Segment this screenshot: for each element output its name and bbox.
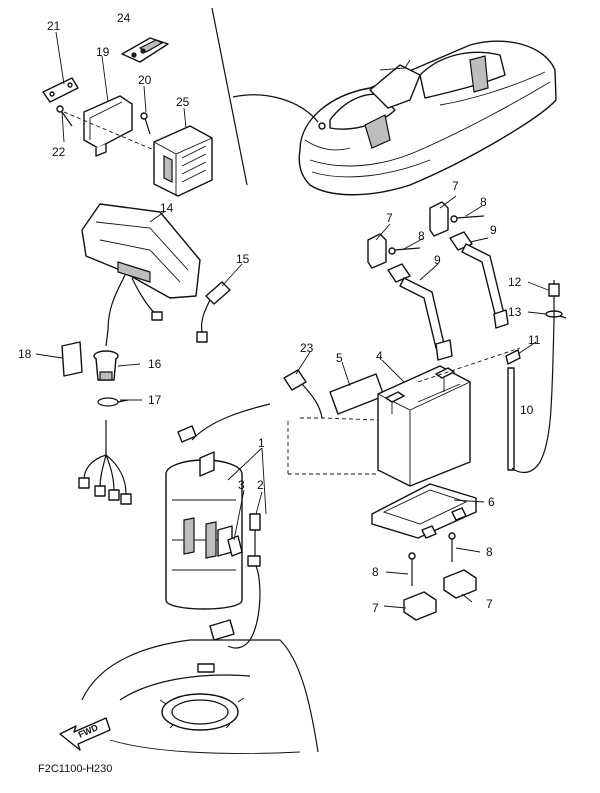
callout-2: 2 xyxy=(257,478,264,492)
callout-3: 3 xyxy=(238,478,245,492)
callout-8d: 8 xyxy=(372,565,379,579)
fwd-arrow: FWD xyxy=(59,717,111,751)
callout-16: 16 xyxy=(148,357,162,371)
callout-8b: 8 xyxy=(480,195,487,209)
part-16-grommet xyxy=(93,350,119,381)
callout-7c: 7 xyxy=(372,601,379,615)
part-19-bracket xyxy=(83,95,133,157)
callout-9b: 9 xyxy=(490,223,497,237)
part-4-battery xyxy=(377,365,471,487)
callout-7d: 7 xyxy=(486,597,493,611)
callout-19: 19 xyxy=(96,45,110,59)
part-24-key xyxy=(121,37,169,63)
callout-14: 14 xyxy=(160,201,174,215)
part-22-screw xyxy=(56,105,73,127)
callout-1: 1 xyxy=(258,436,265,450)
part-18-label xyxy=(61,341,83,377)
part-2-filter xyxy=(247,513,261,567)
callout-21: 21 xyxy=(47,19,61,33)
callout-18: 18 xyxy=(18,347,32,361)
part-20-screw xyxy=(140,112,151,135)
leader-lines xyxy=(35,31,549,609)
callout-labels: 21 24 19 20 25 22 14 15 18 16 17 1 3 2 2… xyxy=(18,11,541,615)
fuel-tank xyxy=(81,639,319,754)
callout-13: 13 xyxy=(508,305,522,319)
callout-12: 12 xyxy=(508,275,522,289)
part-9-strap-right xyxy=(449,231,509,329)
callout-8c: 8 xyxy=(486,545,493,559)
callout-7a: 7 xyxy=(386,211,393,225)
part-23-sensor xyxy=(283,369,323,419)
callout-24: 24 xyxy=(117,11,131,25)
callout-4: 4 xyxy=(376,349,383,363)
callout-6: 6 xyxy=(488,495,495,509)
callout-5: 5 xyxy=(336,351,343,365)
part-9-strap-left xyxy=(387,263,453,361)
part-12-fitting xyxy=(548,280,560,297)
upper-bracket-right xyxy=(429,201,485,237)
part-15-connector xyxy=(196,281,231,343)
diagram-code: F2C1100-H230 xyxy=(38,763,112,775)
callout-20: 20 xyxy=(138,73,152,87)
part-5-sticker xyxy=(329,373,385,415)
meter-harness xyxy=(78,420,132,505)
callout-8a: 8 xyxy=(418,229,425,243)
hose-dashed-line xyxy=(417,347,521,383)
battery-dashed-frame xyxy=(287,417,379,475)
callout-17: 17 xyxy=(148,393,162,407)
upper-bracket-left xyxy=(367,233,421,269)
assembly-dashed-line xyxy=(63,111,155,151)
callout-15: 15 xyxy=(236,252,250,266)
separator-line xyxy=(211,7,248,186)
watercraft-illustration xyxy=(232,40,557,196)
part-17-clamp xyxy=(97,397,129,407)
part-10-hose xyxy=(507,296,555,474)
part-6-tray xyxy=(371,483,477,539)
callout-25: 25 xyxy=(176,95,190,109)
lower-bracket-right xyxy=(443,532,477,599)
callout-10: 10 xyxy=(520,403,534,417)
part-14-meter xyxy=(81,203,201,347)
callout-11: 11 xyxy=(528,333,541,347)
callout-22: 22 xyxy=(52,145,66,159)
part-11-clip xyxy=(505,349,521,365)
lower-bracket-left xyxy=(403,552,437,621)
callout-9a: 9 xyxy=(434,253,441,267)
callout-23: 23 xyxy=(300,341,314,355)
part-1-fuel-pump xyxy=(165,403,271,610)
part-21-bracket xyxy=(42,77,79,103)
callout-7b: 7 xyxy=(452,179,459,193)
part-25-receiver xyxy=(153,125,213,197)
part-13-clip xyxy=(545,310,567,319)
